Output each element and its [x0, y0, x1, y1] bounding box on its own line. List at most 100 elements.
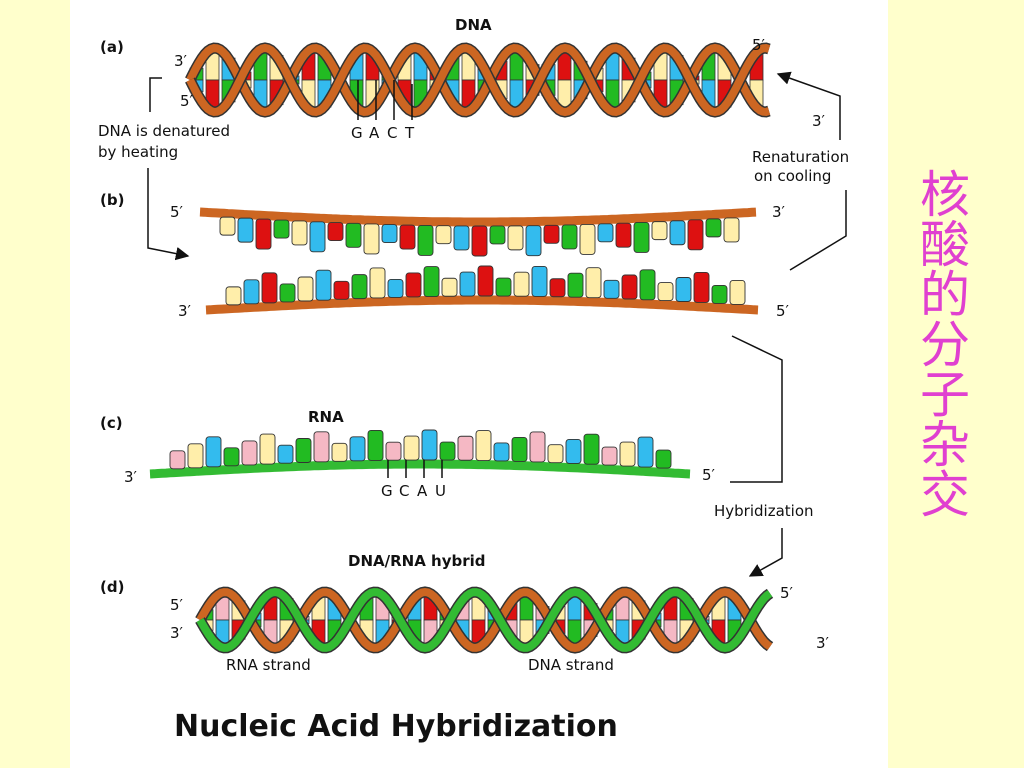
- strand-b-top-base: [399, 224, 416, 250]
- strand-c-base: [277, 444, 294, 464]
- denature-bracket: [149, 77, 162, 112]
- strand-c-base: [637, 436, 654, 468]
- strand-b-top-base: [417, 224, 434, 256]
- strand-b-bottom-base: [675, 277, 692, 302]
- strand-c-base: [583, 433, 600, 465]
- hybridization-diagram: (a) DNA 3′ 5′ 5′ 3′ G A C T DNA is denat…: [98, 16, 849, 744]
- base-label-a: A: [369, 124, 380, 142]
- helix-a-left-top-end: 3′: [174, 52, 188, 70]
- strand-b-bottom-base: [513, 271, 530, 297]
- strand-c-base: [457, 435, 474, 461]
- renature-arrow-lower: [789, 190, 847, 271]
- figure-panel: (a) DNA 3′ 5′ 5′ 3′ G A C T DNA is denat…: [70, 0, 888, 768]
- hybridization-bracket: [730, 335, 783, 483]
- strand-c-base: [655, 449, 672, 469]
- strand-c-base: [565, 438, 582, 464]
- strand-c-backbone: [149, 459, 691, 479]
- strand-b-top-base: [579, 223, 596, 255]
- strand-b-top-base: [237, 217, 254, 243]
- strand-b-bottom-base: [495, 277, 512, 297]
- strand-c-base: [223, 447, 240, 467]
- rna-base-label-g: G: [381, 482, 393, 500]
- rna-base-label-c: C: [399, 482, 409, 500]
- strand-b-bottom-base: [585, 267, 602, 299]
- strand-b-bottom-base: [621, 274, 638, 300]
- strand-b-bottom-base: [639, 269, 656, 301]
- strand-b-bottom-base: [369, 267, 386, 299]
- strand-b-top-base: [597, 223, 614, 243]
- strand-b-bottom-base: [441, 277, 458, 297]
- strand-b-bottom-base: [531, 265, 548, 297]
- strand-b-top-base: [345, 222, 362, 248]
- strand-c-base: [529, 431, 546, 463]
- rna-base-label-a: A: [417, 482, 428, 500]
- helix-a-backbone-2: [186, 43, 771, 117]
- strand-b-top-base: [543, 224, 560, 244]
- strand-c-base: [475, 430, 492, 461]
- strand-b-top-base: [219, 216, 236, 236]
- dna-strand-label: DNA strand: [528, 656, 614, 674]
- strand-b-top-base: [705, 218, 722, 238]
- strand-b-top-base: [507, 225, 524, 251]
- dna-rna-hybrid-helix: [195, 586, 774, 654]
- strand-b-bottom-base: [729, 279, 746, 305]
- strand-b-bottom-base: [603, 279, 620, 299]
- strand-b-bottom-base: [387, 278, 404, 298]
- strand-b-top-base: [723, 217, 740, 243]
- rna-left-end: 3′: [124, 468, 138, 486]
- strand-b-top-base: [687, 219, 704, 251]
- strand-b-top-base: [273, 219, 290, 239]
- strand-b-top-backbone: [199, 207, 757, 227]
- strand-b-top-base: [435, 225, 452, 245]
- strand-b-top-base: [669, 220, 686, 246]
- strand-b-bottom-backbone: [205, 295, 759, 315]
- panel-a-heading: DNA: [455, 16, 492, 34]
- strand-c-base: [385, 441, 402, 461]
- rna-base-label-u: U: [435, 482, 446, 500]
- figure-title: Nucleic Acid Hybridization: [174, 709, 618, 744]
- helix-d-right-top-end: 5′: [780, 584, 794, 602]
- strand-b-bottom-base: [405, 272, 422, 298]
- helix-a-right-top-end: 5′: [752, 36, 766, 54]
- strand-b-top-base: [651, 221, 668, 241]
- strand-c-base: [331, 442, 348, 462]
- strand-b-bottom-base: [657, 282, 674, 302]
- base-label-t: T: [404, 124, 415, 142]
- hybridization-note: Hybridization: [714, 502, 814, 520]
- strand-b-top-base: [381, 224, 398, 243]
- strand-c-base: [313, 431, 330, 463]
- renature-note-line1: Renaturation: [752, 148, 849, 166]
- panel-a-tag: (a): [100, 38, 124, 56]
- rna-right-end: 5′: [702, 466, 716, 484]
- strand-b-bottom-base: [459, 271, 476, 297]
- strand-b-top-base: [309, 221, 326, 253]
- panel-c-tag: (c): [100, 414, 123, 432]
- rna-strand: [149, 429, 691, 479]
- strand-b-bottom-base: [567, 272, 584, 298]
- helix-d-backbone-1: [196, 587, 773, 653]
- strand-c-base: [619, 441, 636, 467]
- strand-b-bottom-base: [351, 274, 368, 300]
- dna-strand-top: [199, 207, 757, 257]
- helix-d-left-top-end: 5′: [170, 596, 184, 614]
- helix-a-backbone-1: [186, 43, 771, 117]
- strand-b-top-right-end: 3′: [772, 203, 786, 221]
- strand-b-bottom-base: [225, 286, 242, 306]
- strand-b-top-base: [525, 225, 542, 257]
- strand-c-base: [187, 443, 204, 469]
- strand-c-base: [421, 429, 438, 461]
- helix-a-right-bottom-end: 3′: [812, 112, 826, 130]
- denature-note-line2: by heating: [98, 143, 178, 161]
- base-label-g: G: [351, 124, 363, 142]
- strand-c-base: [169, 450, 186, 470]
- panel-c-heading: RNA: [308, 408, 344, 426]
- strand-b-top-base: [255, 218, 272, 250]
- strand-c-base: [511, 436, 528, 462]
- strand-c-base: [493, 442, 510, 462]
- strand-b-top-base: [363, 223, 380, 255]
- dna-strand-bottom: [205, 265, 759, 315]
- helix-d-right-bottom-end: 3′: [816, 634, 830, 652]
- strand-b-bottom-base: [693, 271, 710, 303]
- dna-double-helix: [185, 42, 771, 118]
- strand-b-bottom-base: [279, 283, 296, 303]
